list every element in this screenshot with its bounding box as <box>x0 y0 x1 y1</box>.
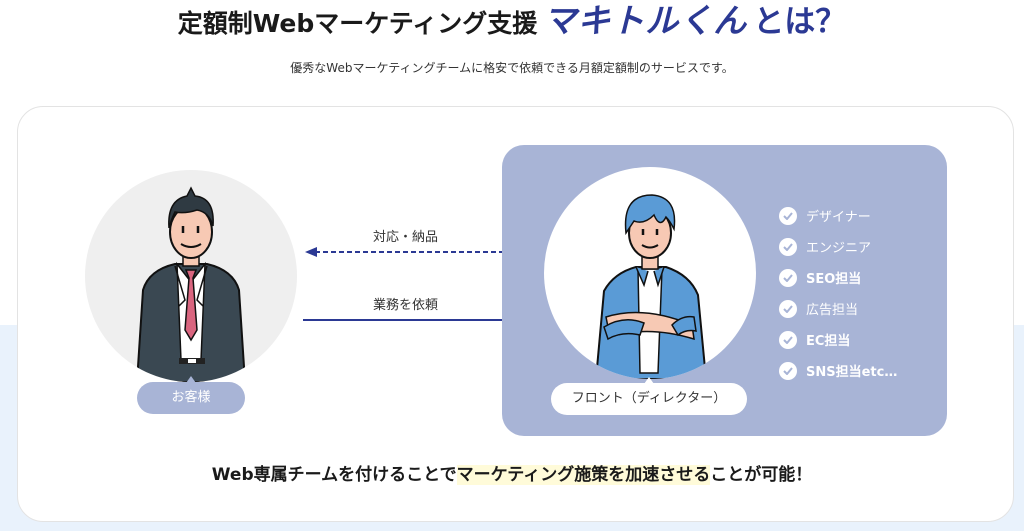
solid-arrow-right-icon <box>303 315 515 325</box>
director-label: フロント（ディレクター） <box>551 377 747 415</box>
role-label: SEO担当 <box>806 272 862 287</box>
role-label: エンジニア <box>806 241 872 256</box>
dashed-arrow-left-icon <box>305 247 513 257</box>
check-circle-icon <box>779 330 797 349</box>
role-label: EC担当 <box>806 334 851 349</box>
role-label: デザイナー <box>806 210 871 225</box>
role-item: デザイナー <box>779 200 897 231</box>
role-item: EC担当 <box>779 324 897 355</box>
role-item: エンジニア <box>779 231 897 262</box>
director-illustration <box>594 194 708 379</box>
director-avatar <box>544 167 756 379</box>
role-item: 広告担当 <box>779 293 897 324</box>
tagline: Web専属チームを付けることでマーケティング施策を加速させることが可能！ <box>0 460 1024 485</box>
customer-avatar <box>85 170 297 382</box>
page-title: 定額制Webマーケティング支援マキトルくんとは？ <box>0 2 1024 43</box>
page-subtitle: 優秀なWebマーケティングチームに格安で依頼できる月額定額制のサービスです。 <box>290 61 734 75</box>
arrow-top-label: 対応・納品 <box>373 230 439 245</box>
title-prefix: 定額制Webマーケティング支援 <box>177 9 538 38</box>
customer-label: お客様 <box>137 376 245 414</box>
check-circle-icon <box>779 206 797 225</box>
check-circle-icon <box>779 237 797 256</box>
tagline-before: Web専属チームを付けることで <box>211 465 457 485</box>
check-circle-icon <box>779 268 797 287</box>
check-circle-icon <box>779 361 797 380</box>
role-label: 広告担当 <box>806 303 859 318</box>
title-suffix: とは？ <box>753 4 847 40</box>
role-list: デザイナー エンジニア SEO担当 広告担当 EC担当 SNS担当etc… <box>779 200 897 386</box>
check-circle-icon <box>779 299 797 318</box>
tagline-highlight: マーケティング施策を加速させる <box>456 465 711 485</box>
businessman-illustration <box>135 186 247 382</box>
tagline-after: ことが可能！ <box>710 465 813 485</box>
role-item: SEO担当 <box>779 262 897 293</box>
role-label: SNS担当etc… <box>806 365 898 380</box>
role-item: SNS担当etc… <box>779 355 897 386</box>
arrow-bottom-label: 業務を依頼 <box>373 298 439 313</box>
brand-name: マキトルくん <box>543 1 748 40</box>
